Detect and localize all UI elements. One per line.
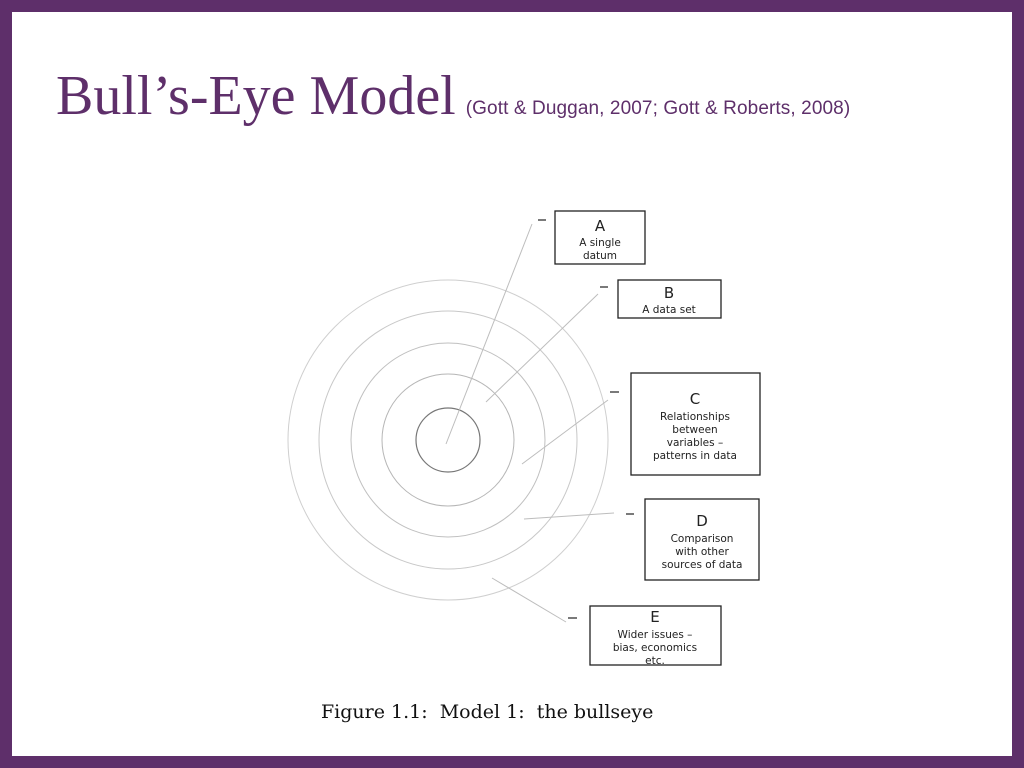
box-e [589,605,722,666]
ring-b [381,373,515,507]
leader-line-b [485,293,599,403]
box-d-text-line-1: Comparison [671,533,734,545]
box-d-letter: D [696,512,708,530]
box-d-text-line-2: with other [675,546,729,558]
ring-c [350,342,546,538]
box-e-letter: E [650,608,659,626]
box-c-text-line-3: variables – [667,437,723,449]
box-b-text-line-1: A data set [642,304,696,316]
leader-lines [445,223,615,623]
slide-title: Bull’s-Eye Model (Gott & Duggan, 2007; Go… [56,64,850,141]
figure-caption: Figure 1.1: Model 1: the bullseye [321,701,653,723]
leader-line-a [445,223,533,445]
box-b-letter: B [664,284,674,302]
box-a-letter: A [595,217,606,235]
bullseye-diagram: A A single datum B A data set C Relation… [287,210,761,723]
leader-line-e [491,577,567,623]
box-c-text-line-4: patterns in data [653,450,737,462]
box-ticks [538,219,634,619]
slide-title-text: Bull’s-Eye Model [56,65,456,127]
ring-e [287,279,609,601]
bullseye-rings [287,279,609,601]
label-boxes [554,210,761,666]
box-e-text-line-1: Wider issues – [618,629,693,641]
leader-line-c [521,399,609,465]
box-c-text-line-2: between [672,424,717,436]
box-a [554,210,646,265]
ring-d [318,310,578,570]
box-c-text-line-1: Relationships [660,411,730,423]
box-b [617,279,722,319]
leader-line-d [523,512,615,520]
box-d-text-line-3: sources of data [662,559,743,571]
box-e-text-line-2: bias, economics [613,642,697,654]
slide: Bull’s-Eye Model (Gott & Duggan, 2007; Go… [12,12,1012,756]
box-e-text-line-3: etc. [645,655,665,667]
box-a-text-line-1: A single [579,237,621,249]
box-c-letter: C [690,390,700,408]
box-a-text-line-2: datum [583,250,617,262]
box-c [630,372,761,476]
citation: (Gott & Duggan, 2007; Gott & Roberts, 20… [465,98,851,119]
box-d [644,498,760,581]
ring-a-bullseye [415,407,481,473]
